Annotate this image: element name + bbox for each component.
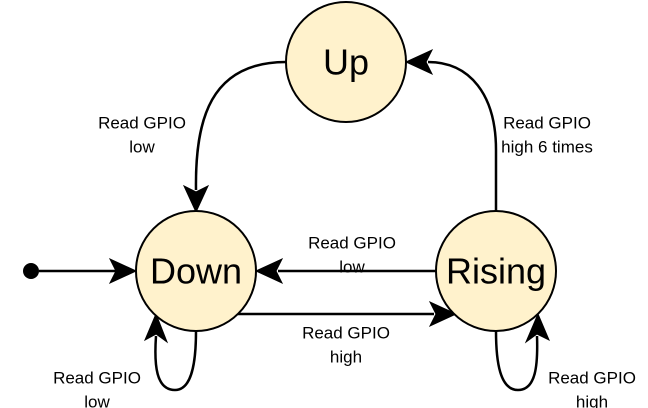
state-down: Down: [135, 210, 257, 332]
edge-rising-to-up: [427, 60, 498, 211]
edge-rising-self-loop: [494, 330, 539, 392]
svg-text:low: low: [84, 393, 110, 408]
initial-state-dot: [23, 263, 39, 279]
svg-text:Read GPIO: Read GPIO: [98, 114, 186, 133]
svg-text:Read GPIO: Read GPIO: [302, 324, 390, 343]
arrowhead-rising-to-up: [404, 48, 434, 76]
state-rising: Rising: [435, 210, 557, 332]
svg-text:high: high: [576, 393, 608, 408]
svg-text:low: low: [129, 138, 155, 157]
arrowhead-up-to-down: [182, 184, 210, 214]
edge-up-to-down: [194, 60, 287, 191]
state-rising-label: Rising: [446, 251, 546, 292]
label-rising-to-down: Read GPIO low: [308, 234, 396, 277]
svg-text:low: low: [339, 258, 365, 277]
initial-transition-arrowhead: [108, 257, 138, 285]
arrowhead-rising-self-loop: [524, 312, 550, 344]
svg-text:Read GPIO: Read GPIO: [308, 234, 396, 253]
label-up-to-down: Read GPIO low: [98, 114, 186, 157]
label-rising-to-up: Read GPIO high 6 times: [501, 114, 593, 157]
svg-text:Read GPIO: Read GPIO: [53, 369, 141, 388]
state-up-label: Up: [323, 42, 369, 83]
svg-text:high: high: [330, 348, 362, 367]
label-down-self-loop: Read GPIO low: [53, 369, 141, 408]
state-down-label: Down: [150, 251, 242, 292]
svg-text:Read GPIO: Read GPIO: [548, 369, 636, 388]
arrowhead-rising-to-down: [254, 257, 284, 285]
state-up: Up: [285, 1, 407, 123]
svg-text:high 6 times: high 6 times: [501, 138, 593, 157]
label-down-to-rising: Read GPIO high: [302, 324, 390, 367]
arrowhead-down-to-rising: [428, 300, 458, 328]
label-rising-self-loop: Read GPIO high: [548, 369, 636, 408]
edge-down-self-loop: [154, 330, 198, 392]
svg-text:Read GPIO: Read GPIO: [503, 114, 591, 133]
arrowhead-down-self-loop: [143, 312, 169, 344]
